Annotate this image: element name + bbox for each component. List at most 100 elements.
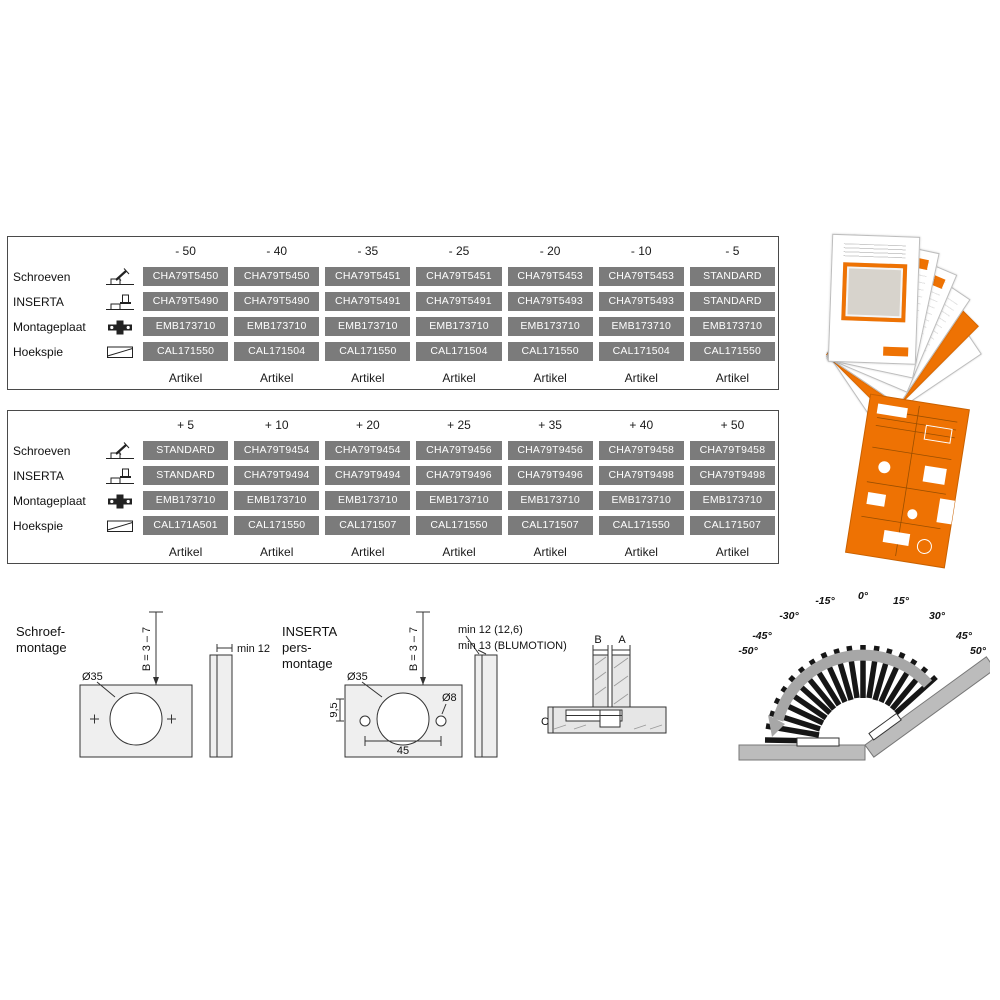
article-cell: CAL171550 [325,342,411,361]
row-label-hoekspie: Hoekspie [13,518,64,533]
article-cell: CAL171550 [507,342,593,361]
row-label-montageplaat: Montageplaat [13,493,86,508]
article-cell: CAL171507 [325,516,411,535]
wedge-icon [100,342,140,362]
mounting-plate-icon [100,491,140,511]
article-cell: CAL171504 [416,342,502,361]
artikel-footer: Artikel [624,370,658,385]
column-header: + 40 [629,417,654,432]
article-cell: CHA79T9456 [507,441,593,460]
article-cell: CAL171550 [689,342,775,361]
article-cell: EMB173710 [507,317,593,336]
article-cell: EMB173710 [325,491,411,510]
article-cell: CAL171507 [507,516,593,535]
article-cell: CHA79T9454 [325,441,411,460]
article-cell: CHA79T5491 [325,292,411,311]
column-header: - 50 [175,243,196,258]
artikel-footer: Artikel [624,544,658,559]
column-header: - 40 [266,243,288,258]
article-cell: STANDARD [143,441,229,460]
schroef-montage-drawing: Ø35 B = 3 – 7 min 12 [79,611,270,758]
column-header: - 10 [630,243,652,258]
catalog-cover-image [841,262,908,323]
cover-text-lines [843,243,906,259]
angle-label: -50° [738,645,758,657]
article-cell: EMB173710 [234,317,320,336]
article-cell: EMB173710 [598,317,684,336]
door-edge-side-view [474,654,498,758]
artikel-footer: Artikel [533,544,567,559]
article-cell: CHA79T5450 [234,267,320,286]
article-cell: EMB173710 [143,317,229,336]
article-cell: CHA79T5493 [507,292,593,311]
column-header: + 5 [177,417,195,432]
mounting-plate-icon [100,317,140,337]
article-cell: CHA79T9454 [234,441,320,460]
article-cell: CAL171507 [689,516,775,535]
dim-b-range: B = 3 – 7 [141,627,153,671]
article-cell: CHA79T9496 [507,466,593,485]
wedge-icon [100,516,140,536]
label-line: montage [282,656,333,671]
article-cell: CHA79T5490 [234,292,320,311]
label-line: montage [16,640,67,655]
column-header: + 20 [356,417,380,432]
dim-b-range: B = 3 – 7 [408,627,420,671]
artikel-footer: Artikel [168,544,203,559]
article-cell: CHA79T9498 [689,466,775,485]
screw-mounting-icon [100,267,140,287]
angle-label: 0° [858,590,869,602]
article-cell: CHA79T9494 [234,466,320,485]
dim-min12: min 12 [237,643,270,655]
hinge-cup-section [599,709,621,728]
article-cell: CAL171504 [234,342,320,361]
article-cell: CHA79T5451 [416,267,502,286]
angle-label: 15° [893,595,910,607]
article-cell: EMB173710 [416,491,502,510]
article-cell: CAL171A501 [143,516,229,535]
row-label-hoekspie: Hoekspie [13,344,64,359]
dim-a: A [618,634,626,646]
article-cell: CHA79T9496 [416,466,502,485]
column-header: - 35 [357,243,379,258]
cup-hole-35 [109,692,163,746]
artikel-footer: Artikel [442,544,476,559]
article-cell: CAL171504 [598,342,684,361]
dowel-hole-8 [435,715,447,727]
drilling-template-image [844,393,970,569]
row-label-montageplaat: Montageplaat [13,319,86,334]
column-header: - 25 [448,243,470,258]
opening-angle-diagram: -50° -45° -30° -15° 0° 15° 30° 45° 50° [738,590,990,761]
inserta-mounting-icon [100,466,140,486]
artikel-footer: Artikel [351,370,385,385]
row-label-schroeven: Schroeven [13,269,71,284]
article-cell: CHA79T5453 [598,267,684,286]
article-cell: CHA79T5490 [143,292,229,311]
column-header: - 20 [539,243,561,258]
column-header: + 10 [264,417,289,432]
cabinet-panel-bar [738,744,866,761]
column-header: + 25 [447,417,471,432]
article-cell: CHA79T5491 [416,292,502,311]
brochure-cover [827,233,921,365]
screw-position-marks [90,714,176,724]
inserta-montage-label: INSERTA pers- montage [282,624,337,672]
dim-9-5: 9,5 [330,702,340,717]
article-cell: STANDARD [689,292,775,311]
dim-diameter-35: Ø35 [347,671,368,683]
article-cell: EMB173710 [689,491,775,510]
column-header: + 35 [538,417,562,432]
angle-label: -15° [815,595,835,607]
screw-mounting-icon [100,441,140,461]
rotation-arc-arrow [772,649,933,722]
dim-diameter-35: Ø35 [82,671,103,683]
column-header: + 50 [720,417,745,432]
inserta-mounting-icon [100,292,140,312]
column-header: - 5 [725,243,740,258]
arc-arrowhead [768,715,785,737]
label-line: Schroef- [16,624,66,639]
article-cell: CHA79T9498 [598,466,684,485]
article-cell: EMB173710 [598,491,684,510]
angle-label: 50° [970,645,987,657]
